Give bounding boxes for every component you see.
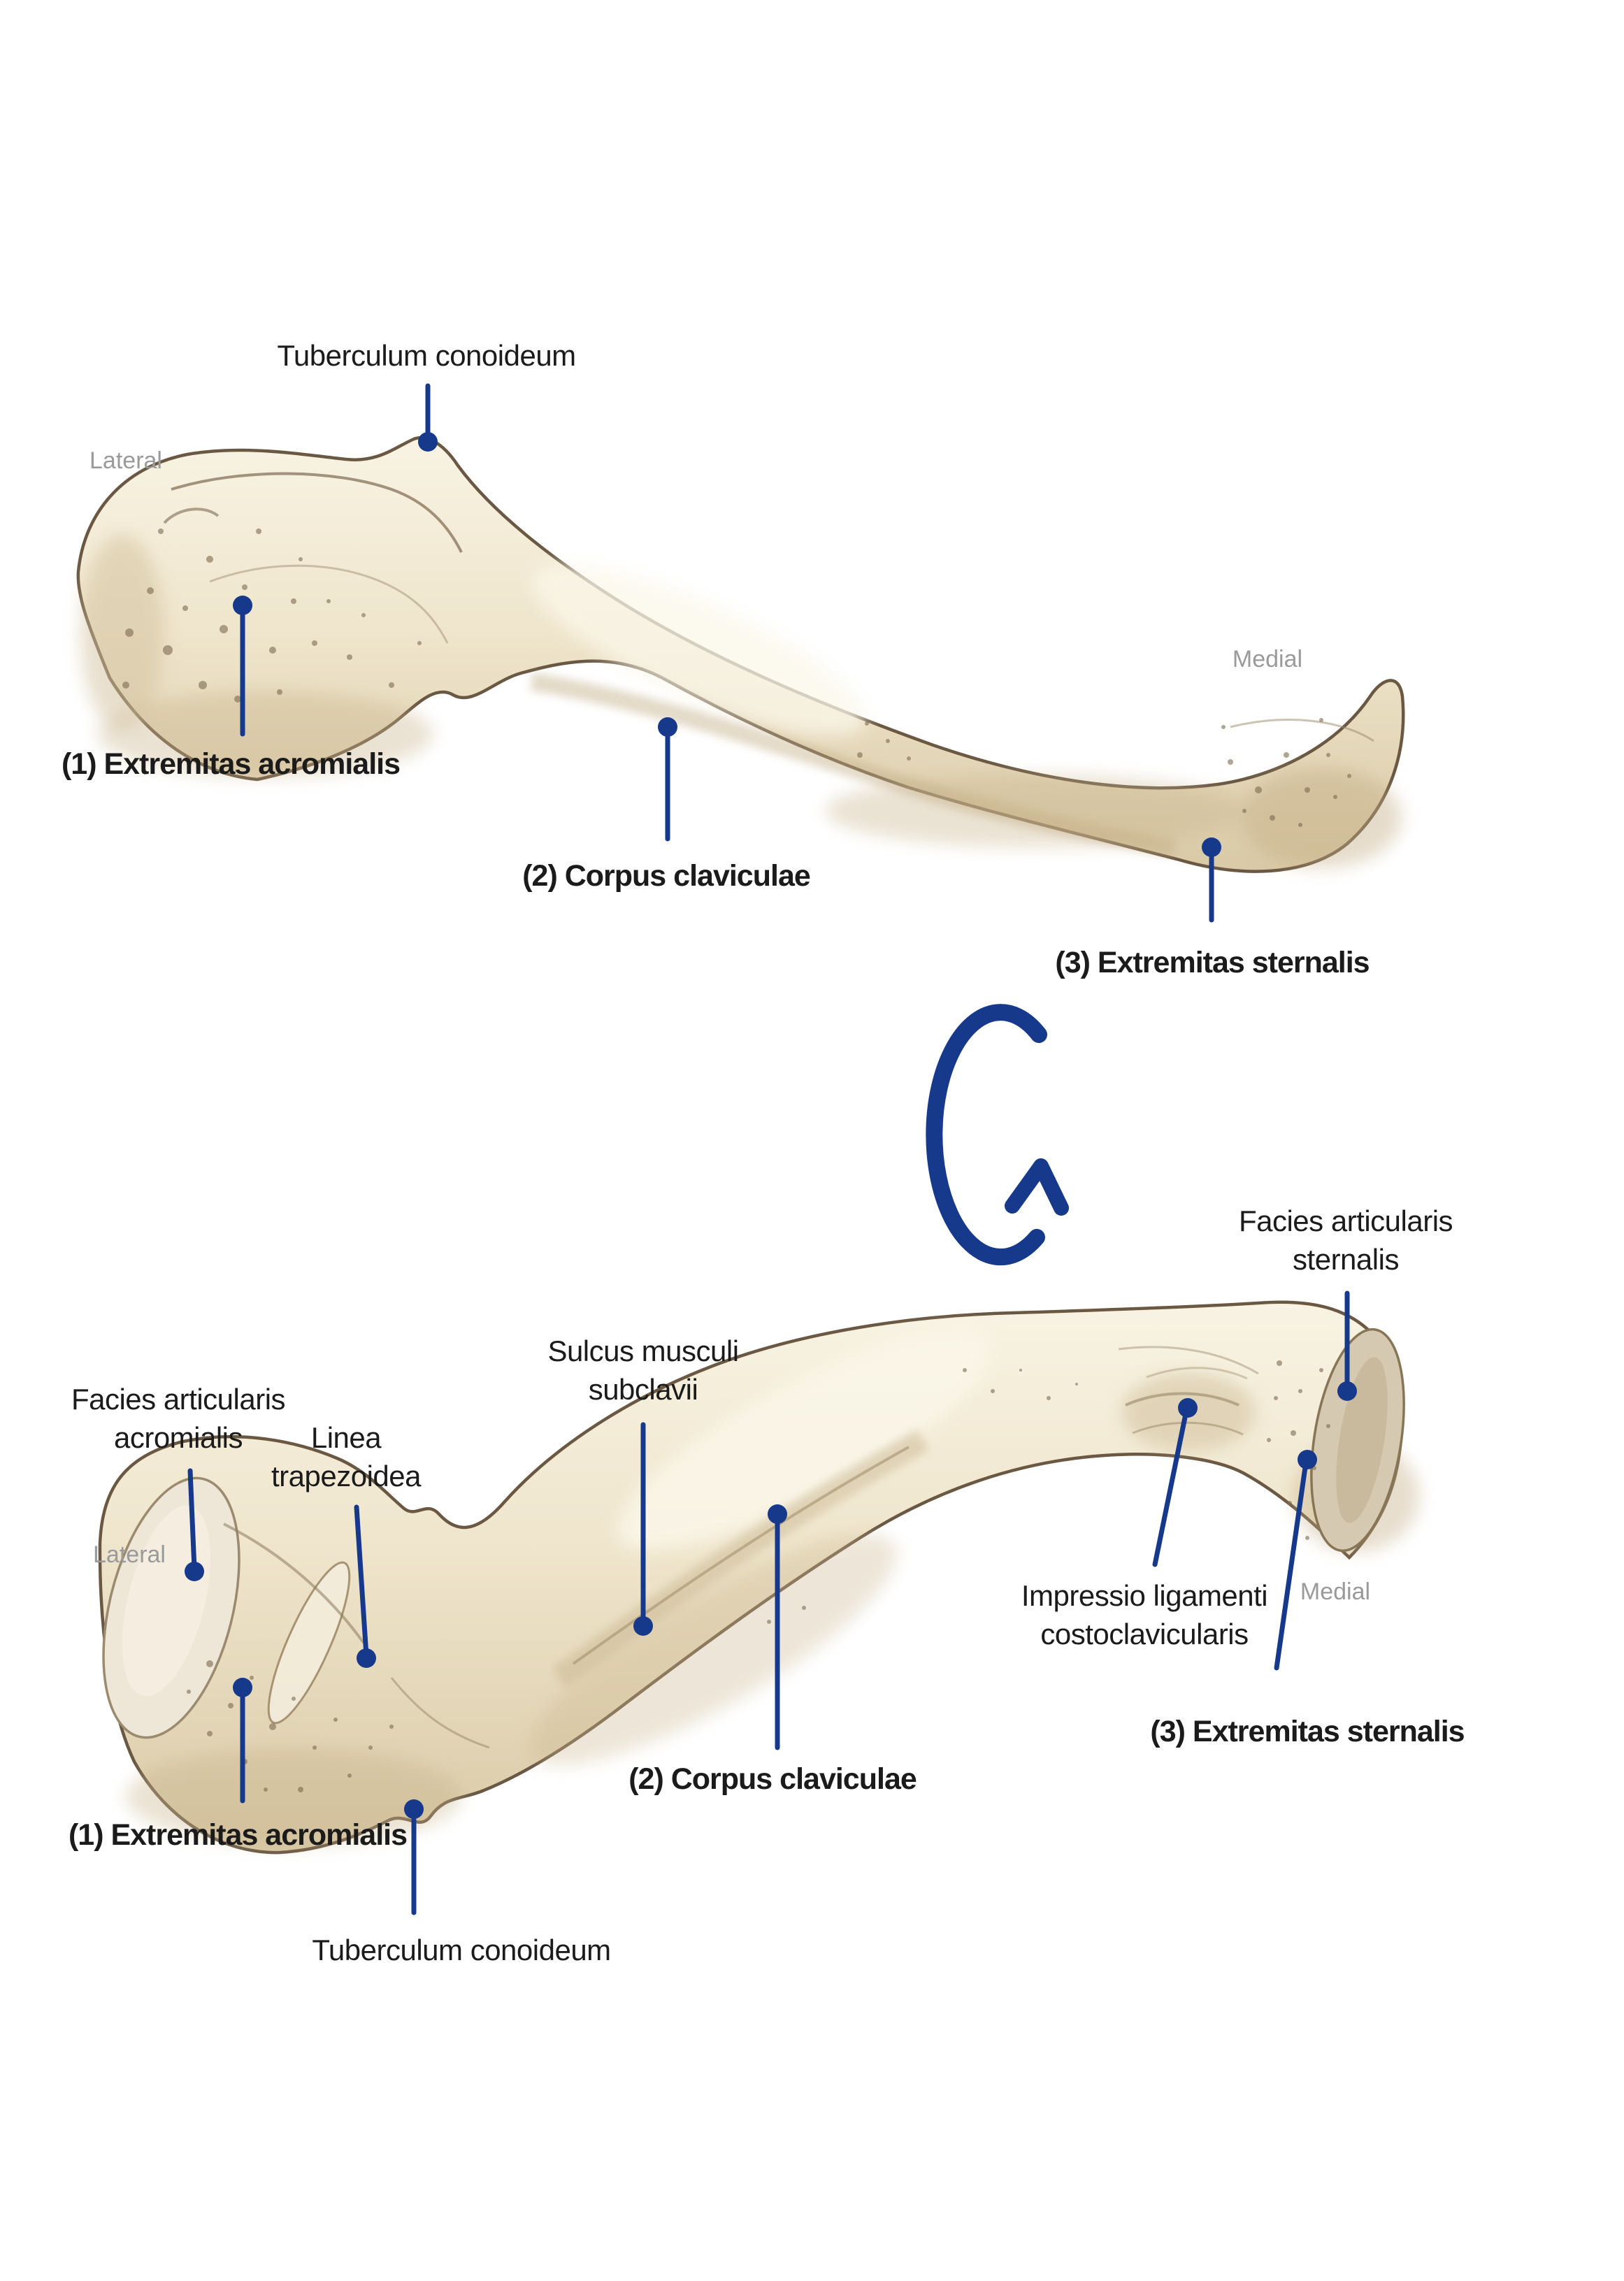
label-extremitas-acromialis-inferior: (1) Extremitas acromialis	[68, 1818, 408, 1852]
label-linea-trapezoidea: Linea trapezoidea	[271, 1421, 422, 1492]
leader-dot-facies-articularis-sternalis	[1337, 1381, 1357, 1401]
leader-dot-corpus-claviculae-inferior	[768, 1504, 787, 1524]
superior-bone-contours	[163, 472, 1374, 742]
label-extremitas-sternalis-superior: (3) Extremitas sternalis	[1055, 946, 1370, 979]
leader-dot-tuberculum-conoideum-superior	[418, 432, 438, 452]
label-sulcus-musculi-subclavii: Sulcus musculi subclavii	[547, 1334, 739, 1406]
label-corpus-claviculae-inferior: (2) Corpus claviculae	[628, 1762, 917, 1796]
label-impressio-ligamenti-costoclavicularis: Impressio ligamenti costoclavicularis	[1021, 1579, 1268, 1650]
leader-extremitas-sternalis-inferior	[1274, 1460, 1309, 1671]
label-direction-lateral-superior: Lateral	[89, 447, 162, 474]
label-tuberculum-conoideum-superior: Tuberculum conoideum	[277, 339, 576, 372]
clavicle-superior-view-illustration	[76, 436, 1405, 873]
rotation-arrow-icon	[926, 1004, 1069, 1266]
leader-dot-impressio-ligamenti	[1178, 1398, 1198, 1418]
leader-lines	[185, 383, 1357, 1915]
facies-articularis-sternalis-surface	[1310, 1327, 1405, 1553]
label-corpus-claviculae-superior: (2) Corpus claviculae	[522, 859, 811, 893]
leader-dot-extremitas-acromialis-superior	[233, 596, 252, 615]
label-extremitas-acromialis-superior: (1) Extremitas acromialis	[61, 747, 401, 781]
leader-linea-trapezoidea	[354, 1504, 369, 1658]
leader-dot-facies-articularis-acromialis	[185, 1562, 204, 1581]
leader-dot-extremitas-sternalis-superior	[1202, 837, 1221, 857]
label-extremitas-sternalis-inferior: (3) Extremitas sternalis	[1150, 1715, 1465, 1748]
label-direction-medial-superior: Medial	[1232, 646, 1303, 672]
leader-dot-tuberculum-conoideum-inferior	[404, 1799, 424, 1819]
leader-facies-articularis-acromialis	[187, 1468, 197, 1571]
superior-bone-shading	[80, 535, 1402, 868]
leader-dot-corpus-claviculae-superior	[658, 717, 677, 737]
sulcus-musculi-subclavii-groove	[552, 1430, 929, 1688]
leader-dot-extremitas-sternalis-inferior	[1298, 1450, 1317, 1469]
label-facies-articularis-acromialis: Facies articularis acromialis	[71, 1383, 286, 1454]
superior-bone-speckles	[122, 528, 1351, 827]
leader-impressio-ligamenti	[1152, 1408, 1189, 1567]
facies-articularis-acromialis-surface	[102, 1476, 240, 1739]
clavicle-inferior-view-illustration	[98, 1300, 1419, 1855]
label-direction-lateral-inferior: Lateral	[93, 1541, 166, 1568]
label-tuberculum-conoideum-inferior: Tuberculum conoideum	[312, 1934, 611, 1966]
label-direction-medial-inferior: Medial	[1300, 1578, 1371, 1605]
inferior-bone-contours	[223, 1346, 1259, 1749]
leader-dot-sulcus-musculi-subclavii	[633, 1616, 653, 1636]
leader-dot-linea-trapezoidea	[357, 1648, 376, 1668]
impressio-ligamenti-texture	[1125, 1367, 1248, 1436]
leader-dot-extremitas-acromialis-inferior	[233, 1678, 252, 1697]
inferior-bone-speckles	[187, 1360, 1330, 1792]
label-facies-articularis-sternalis: Facies articularis sternalis	[1238, 1204, 1453, 1276]
